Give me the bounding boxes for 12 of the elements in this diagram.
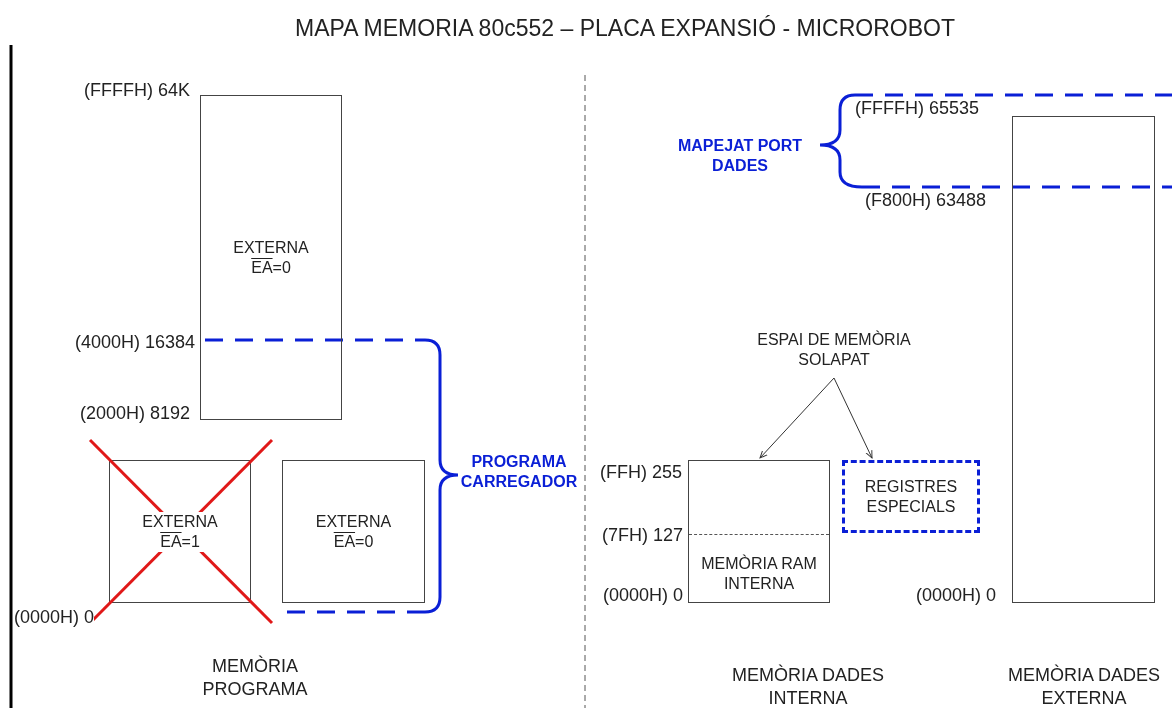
callout-text: ESPAI DE MEMÒRIA SOLAPAT [744,330,924,374]
arrow [833,377,873,459]
title: MAPA MEMORIA 80c552 – PLACA EXPANSIÓ - MICROROBOT [294,14,956,43]
arrow [759,377,835,459]
block-label: MEMÒRIA RAM INTERNA [700,554,818,594]
register-block [842,460,980,533]
memory-block [1012,116,1155,603]
memory-block [282,460,425,603]
memory-block [200,95,342,420]
block-label: EA=1 [156,531,204,552]
memory-block [688,460,830,603]
memory-block [109,460,251,603]
